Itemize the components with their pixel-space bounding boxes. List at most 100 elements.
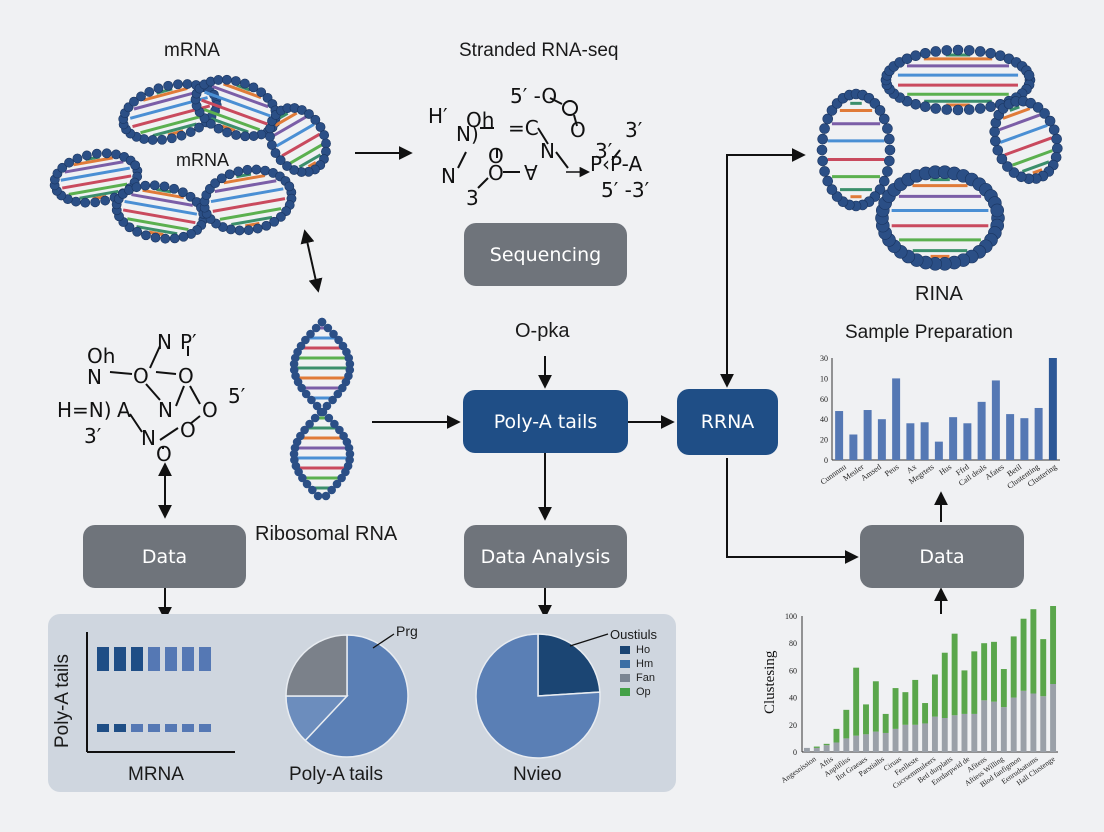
- bottom-chart-bar-top: [941, 652, 948, 718]
- chem-left-o1: O: [133, 364, 149, 388]
- bottom-chart-bar-base: [843, 738, 850, 752]
- bottom-chart-category: Angesnission: [779, 754, 817, 785]
- sequencing-box[interactable]: Sequencing: [464, 223, 627, 286]
- top-chart-bar: [920, 422, 929, 460]
- top-chart-bar: [1006, 414, 1015, 460]
- mrna-loop-top-right: [190, 74, 282, 142]
- bottom-chart-bar-base: [803, 747, 810, 752]
- chem-top-a-rev: Ɐ: [524, 161, 538, 185]
- bottom-chart-bar-top: [902, 692, 909, 725]
- mrna-loop-left: [49, 148, 143, 208]
- bottom-chart-tick: 100: [785, 612, 797, 621]
- pie2-label: Nvieo: [513, 764, 562, 785]
- chem-top-n-left: N: [441, 164, 456, 188]
- top-chart-bar: [906, 423, 915, 460]
- bottom-chart-bar-base: [813, 747, 820, 752]
- chem-left-o2: O: [178, 364, 194, 388]
- top-chart-bar: [877, 419, 886, 460]
- rrna-box[interactable]: RRNA: [677, 389, 778, 455]
- bottom-chart-bar-base: [981, 700, 988, 752]
- top-chart-bar: [963, 423, 972, 460]
- chem-left-n2: N: [87, 365, 102, 389]
- bottom-chart-bar-base: [991, 701, 997, 752]
- top-chart-tick: 20: [820, 436, 828, 445]
- top-chart-tick: 0: [824, 456, 828, 465]
- rina-loop-bottom: [875, 165, 1005, 271]
- top-chart-category: Amsed: [859, 462, 883, 482]
- chem-left-three: 3′: [84, 424, 102, 448]
- chem-top-h-prime: H′: [428, 104, 448, 128]
- bottom-chart-bar-base: [902, 724, 909, 752]
- bottom-chart-bar-base: [922, 723, 929, 752]
- data-box-left[interactable]: Data: [83, 525, 246, 588]
- bottom-chart-bar-top: [1050, 606, 1057, 684]
- top-chart-category: Peus: [883, 462, 901, 478]
- chem-top-o-a: O: [488, 161, 504, 185]
- bottom-chart-tick: 60: [789, 666, 797, 675]
- chem-top-pp-a: P‹P-A: [590, 152, 643, 176]
- bottom-chart-bar-base: [892, 728, 899, 752]
- sample-prep-title: Sample Preparation: [845, 322, 1013, 343]
- mrna-loop-right: [265, 103, 331, 177]
- poly-a-tails-box[interactable]: Poly-A tails: [463, 390, 628, 453]
- bottom-chart-tick: 20: [789, 721, 797, 730]
- legend-swatch: [620, 688, 630, 696]
- pie1-callout: Prg: [396, 623, 418, 639]
- bottom-chart-bar-top: [1030, 609, 1037, 694]
- bottom-chart-bar-base: [1030, 693, 1037, 752]
- bottom-chart-bar-base: [1040, 696, 1047, 752]
- bottom-chart-bar-top: [961, 670, 968, 714]
- top-chart-bar: [1048, 358, 1057, 460]
- bottom-chart-bar-top: [931, 674, 938, 717]
- stranded-rnaseq-title: Stranded RNA-seq: [459, 40, 619, 61]
- chem-top-o-right: O: [570, 118, 586, 142]
- bottom-chart-bar-top: [863, 704, 869, 735]
- data-box-right[interactable]: Data: [860, 525, 1024, 588]
- ribosomal-helix: [289, 317, 355, 501]
- bottom-chart-tick: 0: [793, 748, 797, 757]
- top-chart-bar: [1034, 407, 1043, 460]
- top-chart-bar: [849, 434, 858, 460]
- bottom-chart-tick: 40: [789, 694, 797, 703]
- bottom-chart-bar-top: [882, 713, 889, 733]
- bottom-chart-bar-base: [882, 732, 889, 752]
- mrna-inner-label: mRNA: [176, 150, 229, 170]
- chem-top-c-eq: =C: [508, 116, 539, 140]
- bottom-chart-bar-top: [1020, 618, 1027, 691]
- arrow-rrna-to-rina: [720, 148, 806, 388]
- top-chart-bar: [934, 441, 943, 460]
- bottom-chart-bar-base: [941, 718, 948, 752]
- rina-loop-top: [880, 44, 1036, 116]
- top-chart-tick: 60: [820, 395, 828, 404]
- top-chart-bar: [949, 417, 958, 460]
- bottom-chart-bar-top: [991, 641, 997, 702]
- chem-top-five-three: 5′ -3′: [601, 178, 650, 202]
- bottom-chart-bar-top: [922, 703, 929, 724]
- bottom-chart-bar-top: [912, 679, 919, 725]
- legend-swatch: [620, 674, 630, 682]
- bottom-chart-bar-top: [843, 709, 850, 739]
- chem-top-o-sub: O: [488, 144, 504, 168]
- top-chart-category: Afates: [983, 462, 1005, 481]
- rina-loop-right: [989, 95, 1063, 185]
- mrna-loop-bottom-right: [199, 164, 297, 236]
- bottom-chart-bar-base: [872, 731, 879, 752]
- top-chart-bar: [991, 380, 1000, 460]
- bottom-chart-bar-base: [951, 715, 958, 752]
- bottom-chart-bar-top: [892, 688, 899, 729]
- data-analysis-box[interactable]: Data Analysis: [464, 525, 627, 588]
- chem-top-three-b: 3′: [625, 118, 643, 142]
- top-chart-tick: 10: [820, 374, 828, 383]
- top-chart-bar: [835, 411, 844, 460]
- mrna-title: mRNA: [164, 40, 220, 61]
- chem-top-n-mid: N: [540, 139, 555, 163]
- bottom-chart-bar-top: [1010, 636, 1017, 698]
- top-chart-category: Hus: [937, 462, 953, 477]
- bottom-chart-bar-base: [833, 742, 840, 752]
- panel-y-axis-label: Poly-A tails: [52, 654, 73, 748]
- chem-left-n4: N: [141, 426, 156, 450]
- bottom-chart-bar-base: [931, 716, 938, 752]
